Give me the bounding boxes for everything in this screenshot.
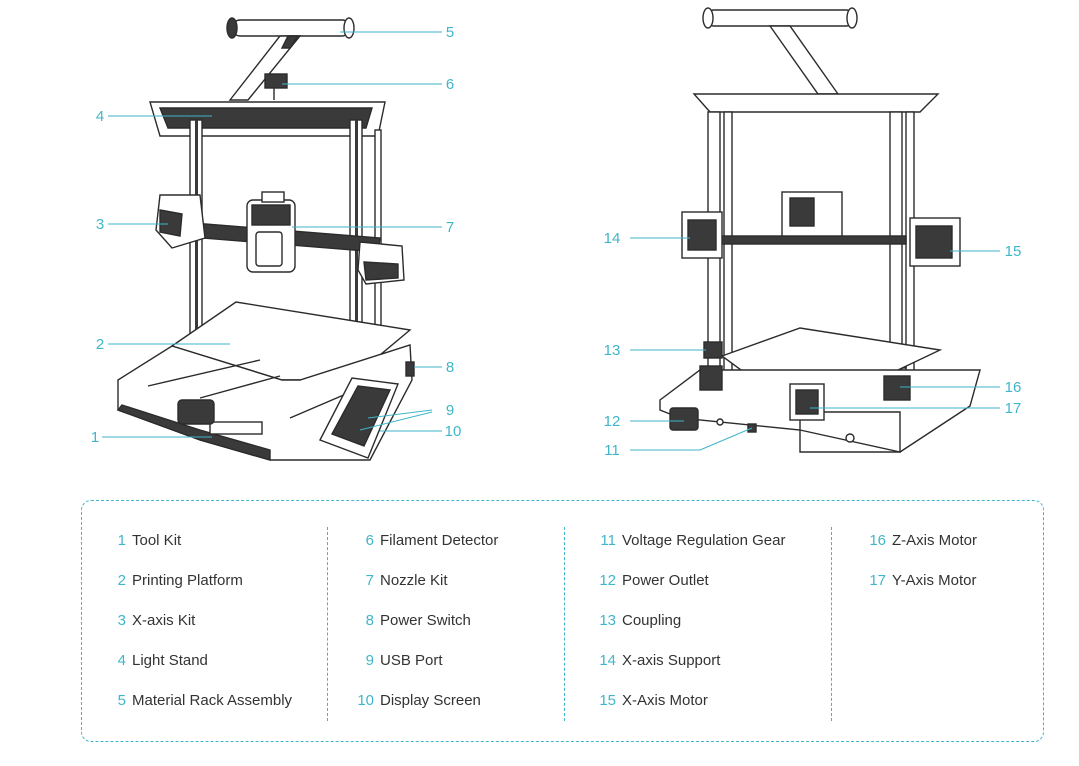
legend-item: 4 Light Stand bbox=[112, 651, 292, 691]
legend-divider bbox=[327, 527, 328, 721]
back-callout-lines bbox=[630, 237, 1000, 451]
legend-item-number: 15 bbox=[599, 692, 616, 709]
legend-item: 7 Nozzle Kit bbox=[352, 571, 498, 611]
legend-item-label: Power Switch bbox=[380, 612, 471, 629]
legend-item-label: Y-Axis Motor bbox=[892, 572, 977, 589]
legend-item: 6 Filament Detector bbox=[352, 531, 499, 571]
back-callout-15: 15 bbox=[1005, 243, 1022, 260]
legend-item-number: 12 bbox=[599, 572, 616, 589]
legend-item-number: 16 bbox=[869, 532, 886, 549]
front-callout-8: 8 bbox=[446, 359, 454, 376]
legend-column-4: 16 Z-Axis Motor 17 Y-Axis Motor bbox=[864, 531, 977, 611]
legend-item: 11 Voltage Regulation Gear bbox=[594, 531, 785, 571]
legend-item: 15 X-Axis Motor bbox=[594, 691, 785, 731]
legend-item-label: Material Rack Assembly bbox=[132, 692, 293, 709]
legend-item: 16 Z-Axis Motor bbox=[864, 531, 977, 571]
legend-item: 3 X-axis Kit bbox=[112, 611, 292, 651]
front-callout-lines bbox=[102, 31, 442, 438]
legend-item-label: X-axis Support bbox=[622, 652, 721, 669]
back-view-printer bbox=[659, 7, 981, 453]
legend-item: 17 Y-Axis Motor bbox=[864, 571, 977, 611]
legend-item: 8 Power Switch bbox=[352, 611, 498, 651]
legend-item-number: 6 bbox=[365, 532, 374, 549]
back-callout-14: 14 bbox=[604, 230, 621, 247]
front-callout-2: 2 bbox=[96, 336, 104, 353]
legend-item-number: 2 bbox=[117, 572, 126, 589]
legend-item-number: 13 bbox=[599, 612, 616, 629]
legend-item: 5 Material Rack Assembly bbox=[112, 691, 292, 731]
legend-item-number: 11 bbox=[600, 532, 616, 549]
legend-item-label: Power Outlet bbox=[622, 572, 709, 589]
front-callout-7: 7 bbox=[446, 219, 454, 236]
front-callout-1: 1 bbox=[91, 429, 99, 446]
legend-item-number: 4 bbox=[117, 652, 126, 669]
legend-item: 13 Coupling bbox=[594, 611, 785, 651]
legend-item-label: Display Screen bbox=[380, 692, 481, 709]
legend-divider bbox=[831, 527, 832, 721]
front-callout-10: 10 bbox=[445, 423, 462, 440]
printer-diagram: 1 2 3 4 5 6 7 8 9 10 bbox=[91, 7, 1022, 461]
legend-item-label: Coupling bbox=[622, 612, 682, 629]
back-callout-17: 17 bbox=[1005, 400, 1022, 417]
legend-item-number: 5 bbox=[117, 692, 126, 709]
front-callout-6: 6 bbox=[446, 76, 454, 93]
legend-item: 10 Display Screen bbox=[352, 691, 498, 731]
legend-item: 14 X-axis Support bbox=[594, 651, 785, 691]
legend-item-number: 8 bbox=[365, 612, 374, 629]
front-view-printer bbox=[116, 17, 415, 461]
legend-item-label: Z-Axis Motor bbox=[892, 532, 978, 549]
front-callout-3: 3 bbox=[96, 216, 104, 233]
legend-item-label: Light Stand bbox=[132, 652, 208, 669]
legend-item: 12 Power Outlet bbox=[594, 571, 785, 611]
legend-item-number: 1 bbox=[117, 532, 126, 549]
legend-item-label: Printing Platform bbox=[132, 572, 243, 589]
legend-item-label: Voltage Regulation Gear bbox=[622, 532, 786, 549]
legend-column-2: 6 Filament Detector 7 Nozzle Kit 8 Power Swit… bbox=[352, 531, 498, 731]
back-callout-11: 11 bbox=[604, 442, 620, 459]
legend-item: 2 Printing Platform bbox=[112, 571, 292, 611]
legend-item-label: X-axis Kit bbox=[132, 612, 196, 629]
back-callout-16: 16 bbox=[1005, 379, 1022, 396]
legend-item-number: 17 bbox=[869, 572, 886, 589]
legend-item: 9 USB Port bbox=[352, 651, 498, 691]
legend-item-number: 9 bbox=[365, 652, 374, 669]
legend-item-label: Tool Kit bbox=[132, 532, 182, 549]
front-callout-4: 4 bbox=[96, 108, 104, 125]
legend-item-label: Nozzle Kit bbox=[380, 572, 448, 589]
legend-item-number: 14 bbox=[599, 652, 616, 669]
legend-item: 1 Tool Kit bbox=[112, 531, 292, 571]
legend-item-number: 10 bbox=[357, 692, 374, 709]
front-callout-9: 9 bbox=[446, 402, 454, 419]
legend-divider bbox=[564, 527, 565, 721]
back-callout-13: 13 bbox=[604, 342, 621, 359]
legend-item-label: Filament Detector bbox=[380, 532, 499, 549]
legend-item-label: USB Port bbox=[380, 652, 443, 669]
legend-item-label: X-Axis Motor bbox=[622, 692, 708, 709]
legend-item-number: 3 bbox=[117, 612, 126, 629]
back-callout-12: 12 bbox=[604, 413, 621, 430]
legend-item-number: 7 bbox=[365, 572, 374, 589]
front-callout-5: 5 bbox=[446, 24, 454, 41]
